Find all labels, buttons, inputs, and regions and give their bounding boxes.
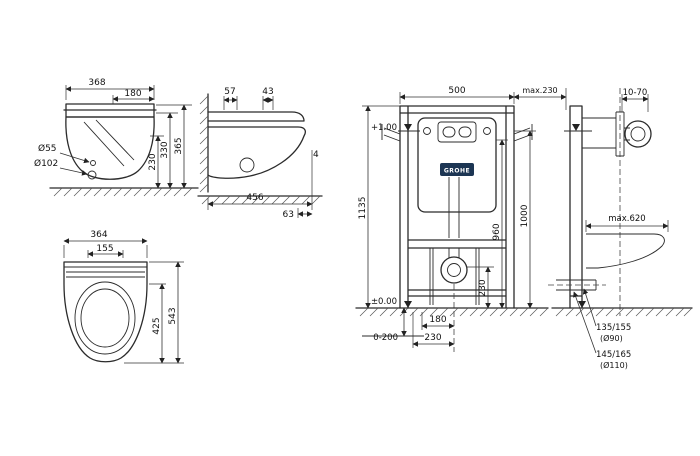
toilet-side-bowl	[207, 126, 306, 179]
toilet-front-view: 368 180 Ø55 Ø102 230 330 365	[34, 78, 199, 197]
frame-width-dim: 500	[448, 86, 465, 96]
front-hole-small	[90, 160, 96, 166]
level-floor-label: ±0.00	[371, 297, 397, 307]
front-inner-width-dim: 180	[124, 89, 141, 99]
flush-pipe-and-studs	[429, 177, 480, 305]
actuator-plate	[582, 111, 630, 157]
side-drain-detail	[239, 157, 255, 173]
toilet-top-outline	[63, 261, 148, 363]
top-inner-width-dim: 155	[96, 244, 113, 254]
cistern-fixing-right	[483, 127, 491, 135]
front-h230-dim: 230	[148, 153, 158, 170]
toilet-front-pipe-section	[83, 119, 135, 167]
toilet-side-view: 57 43 456 63 4	[197, 87, 323, 220]
brand-badge	[440, 163, 474, 176]
pipe1-diameter: (Ø90)	[600, 333, 623, 343]
front-hole-large	[87, 170, 97, 180]
pipe1-leader	[582, 288, 597, 327]
toilet-side-lid	[207, 111, 305, 122]
frame-h230-dim: 230	[478, 279, 488, 296]
pipe2-heights-dim: 145/165	[596, 350, 631, 360]
brand-label: GROHE	[444, 168, 470, 175]
side-w57-dim: 57	[224, 87, 235, 97]
frame-w180-dim: 180	[429, 315, 446, 325]
toilet-top-view: 364 155 425 543	[63, 230, 184, 364]
toilet-top-seat-outer	[74, 281, 136, 355]
frame-side-profile	[569, 105, 583, 309]
toilet-top-hinge-lines	[64, 266, 147, 278]
frame-rails	[399, 105, 515, 309]
toilet-front-bowl	[65, 116, 155, 180]
side-level-marker-floor-icon	[578, 301, 586, 308]
top-bowl-depth-dim: 425	[152, 317, 162, 334]
max620-dim: max.620	[608, 214, 645, 224]
frame-h960-dim: 960	[492, 223, 502, 240]
front-hole-small-leader	[59, 152, 90, 164]
front-width-dim: 368	[88, 78, 105, 88]
cistern-fixing-left	[423, 127, 431, 135]
pipe2-diameter: (Ø110)	[600, 360, 628, 370]
side-w63-dim: 63	[283, 210, 294, 220]
side-edge-dim: 4	[313, 150, 319, 160]
outlet-bend-inner	[447, 263, 461, 277]
cistern	[417, 117, 497, 213]
frame-wall-brackets	[381, 124, 533, 142]
front-h330-dim: 330	[160, 141, 170, 158]
top-total-depth-dim: 543	[168, 307, 178, 324]
front-ground-hatch	[53, 187, 193, 197]
side-ground-hatch	[201, 195, 321, 205]
level-marker-floor-icon	[404, 301, 412, 308]
side-wall-hatch	[199, 95, 209, 193]
flush-button-large	[458, 126, 472, 138]
pipe2-leader	[573, 291, 597, 354]
side-depth-dim: 456	[246, 193, 263, 203]
frame-w230-dim: 230	[424, 333, 441, 343]
toilet-top-seat-inner	[80, 288, 130, 348]
toilet-front-tank	[63, 103, 157, 118]
actuator-button	[624, 120, 652, 148]
side-floor-hatch	[555, 307, 693, 317]
front-h365-dim: 365	[174, 137, 184, 154]
wall-range-dim: 10-70	[623, 88, 648, 98]
pan-profile	[586, 233, 665, 269]
level-top-label: +1.00	[371, 123, 397, 133]
outlet-bend	[440, 256, 468, 284]
frame-height-dim: 1135	[358, 197, 368, 220]
pipe1-heights-dim: 135/155	[596, 323, 631, 333]
installation-frame-side-view: 10-70 max.620 135/155 (Ø90) 145/165 (Ø11…	[548, 88, 693, 370]
frame-max230-dim: max.230	[522, 86, 557, 95]
side-level-marker-top-icon	[564, 124, 592, 132]
level-marker-top-icon	[398, 124, 420, 132]
flush-plate	[437, 121, 477, 143]
frame-h1000-dim: 1000	[520, 204, 530, 227]
frame-floor-range-dim: 0-200	[373, 333, 398, 343]
flush-button-small	[442, 126, 456, 138]
installation-frame-front-view: GROHE 500 max.230 1135 1000 960 230	[355, 86, 567, 352]
top-width-dim: 364	[90, 230, 107, 240]
side-w43-dim: 43	[262, 87, 273, 97]
actuator-button-inner	[630, 126, 646, 142]
front-hole-large-dim: Ø102	[34, 158, 58, 169]
front-hole-small-dim: Ø55	[38, 143, 57, 154]
front-hole-large-leader	[59, 167, 88, 176]
